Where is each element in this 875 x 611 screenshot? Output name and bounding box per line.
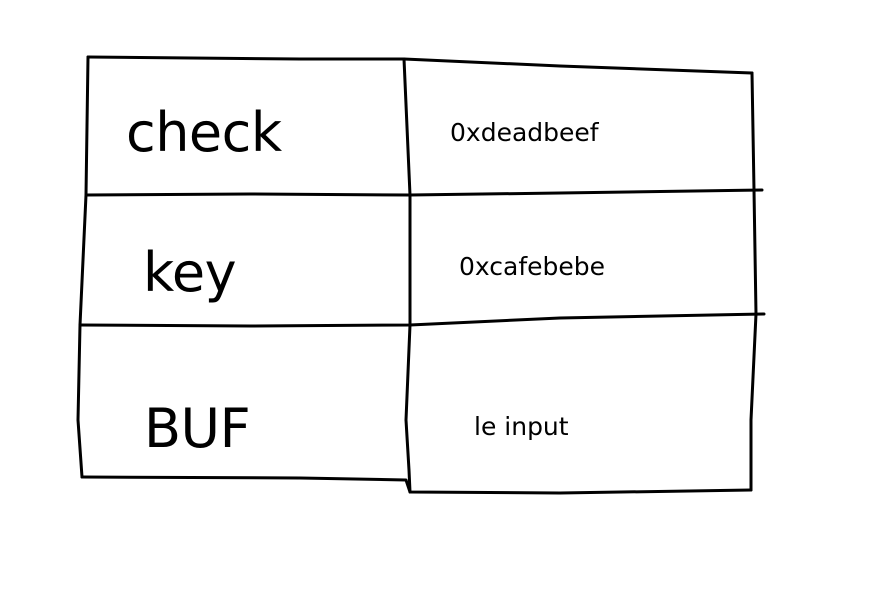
grid-line-row1 [84, 188, 764, 197]
row-value-check: 0xdeadbeef [450, 118, 599, 147]
row-label-key: key [143, 241, 237, 304]
row-label-check: check [126, 101, 282, 164]
grid-line-left [76, 55, 90, 479]
grid-line-bottom [80, 475, 753, 495]
row-label-buf: BUF [144, 397, 251, 460]
grid-line-top [86, 55, 754, 75]
grid-line-right [749, 71, 758, 492]
row-value-key: 0xcafebebe [459, 252, 606, 281]
grid-line-middle [402, 57, 412, 494]
row-value-buf: le input [474, 412, 569, 441]
grid-line-row2 [78, 312, 766, 328]
